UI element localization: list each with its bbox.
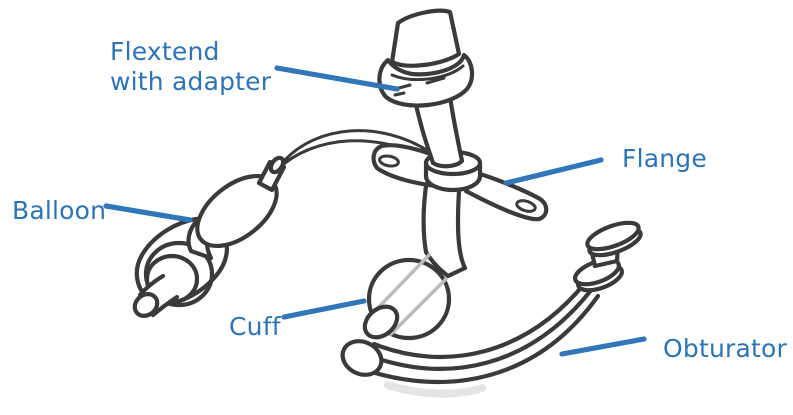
obturator-cap [585, 220, 641, 252]
label-cuff: Cuff [229, 312, 281, 341]
flange-hole-right [515, 199, 537, 213]
label-balloon: Balloon [12, 196, 107, 225]
pilot-balloon-drawing [132, 155, 287, 318]
flextend-leader-line [274, 65, 400, 92]
obturator-drawing [340, 220, 643, 398]
obturator-leader-line [559, 336, 647, 357]
label-flextend-line1: Flextend [110, 37, 220, 66]
flange-hole-left [378, 154, 400, 168]
cuff-leader-line [281, 298, 367, 320]
obturator-tip [340, 339, 384, 377]
label-obturator: Obturator [663, 334, 787, 363]
cannula [421, 165, 468, 279]
flextend-adapter-drawing [377, 8, 475, 169]
leader-lines [103, 65, 647, 357]
adapter-top [389, 8, 462, 68]
tube-and-cuff-drawing [362, 165, 468, 341]
luer-tip [132, 292, 160, 318]
flange-leader-line [503, 157, 604, 186]
label-flange: Flange [622, 144, 707, 173]
tube-tip [362, 304, 400, 340]
flange-drawing [371, 143, 549, 222]
label-flextend: Flextend with adapter [110, 37, 271, 97]
label-flextend-line2: with adapter [110, 67, 272, 96]
balloon-leader-line [103, 203, 193, 223]
